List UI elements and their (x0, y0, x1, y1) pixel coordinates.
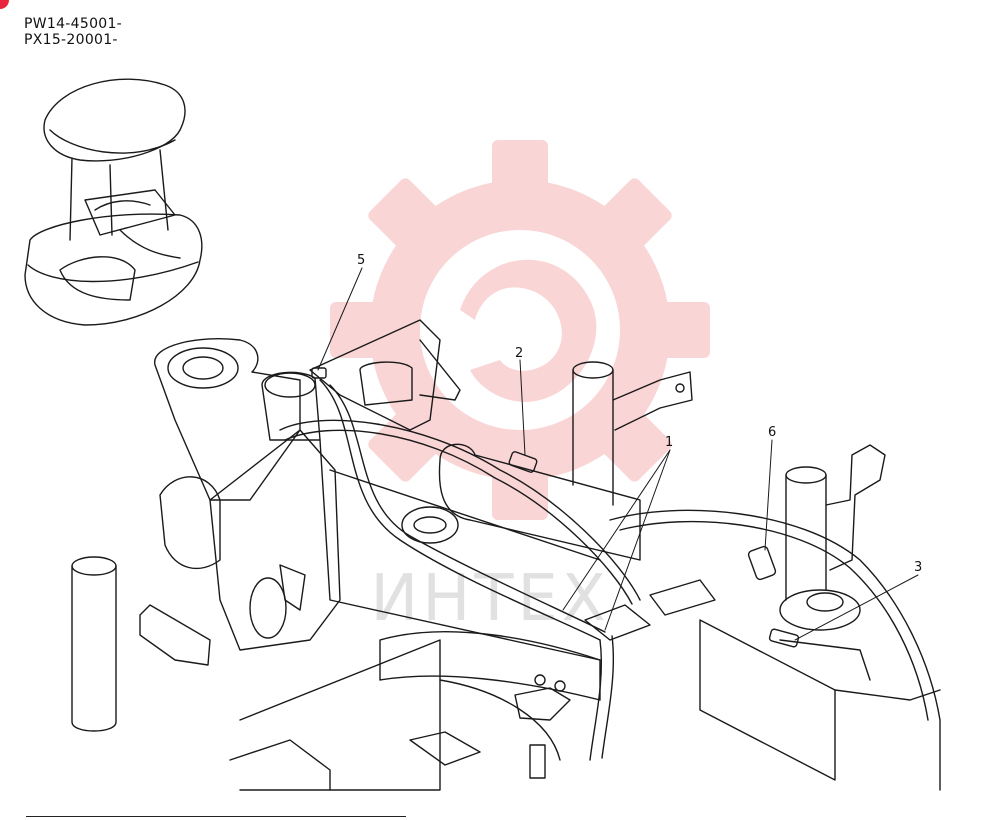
upper-mount-bracket (309, 319, 461, 431)
boom-swing-bracket (154, 338, 321, 501)
callout-2: 2 (515, 346, 523, 361)
leader-lines (317, 267, 919, 641)
corner-badge (0, 0, 9, 9)
serial-range-1: PW14-45001- (24, 16, 123, 32)
callout-1: 1 (665, 435, 673, 450)
center-post (572, 361, 693, 506)
left-post (71, 556, 117, 732)
footer-rule (26, 816, 406, 817)
main-frame (209, 429, 641, 661)
lower-frame (229, 619, 941, 791)
watermark-text: ИНТЕХ (370, 562, 609, 636)
left-small-bracket (139, 476, 221, 666)
hose-clamps (584, 579, 716, 641)
callout-5: 5 (357, 253, 365, 268)
watermark-gear-logo: ИНТЕХ (330, 140, 710, 636)
cab-overview-inset (24, 78, 203, 326)
serial-range-block: PW14-45001- PX15-20001- (24, 16, 122, 48)
swing-ring-frame (609, 509, 941, 791)
right-post (785, 444, 886, 601)
callout-6: 6 (768, 425, 776, 440)
callout-3: 3 (914, 560, 922, 575)
serial-range-2: PX15-20001- (24, 32, 118, 48)
